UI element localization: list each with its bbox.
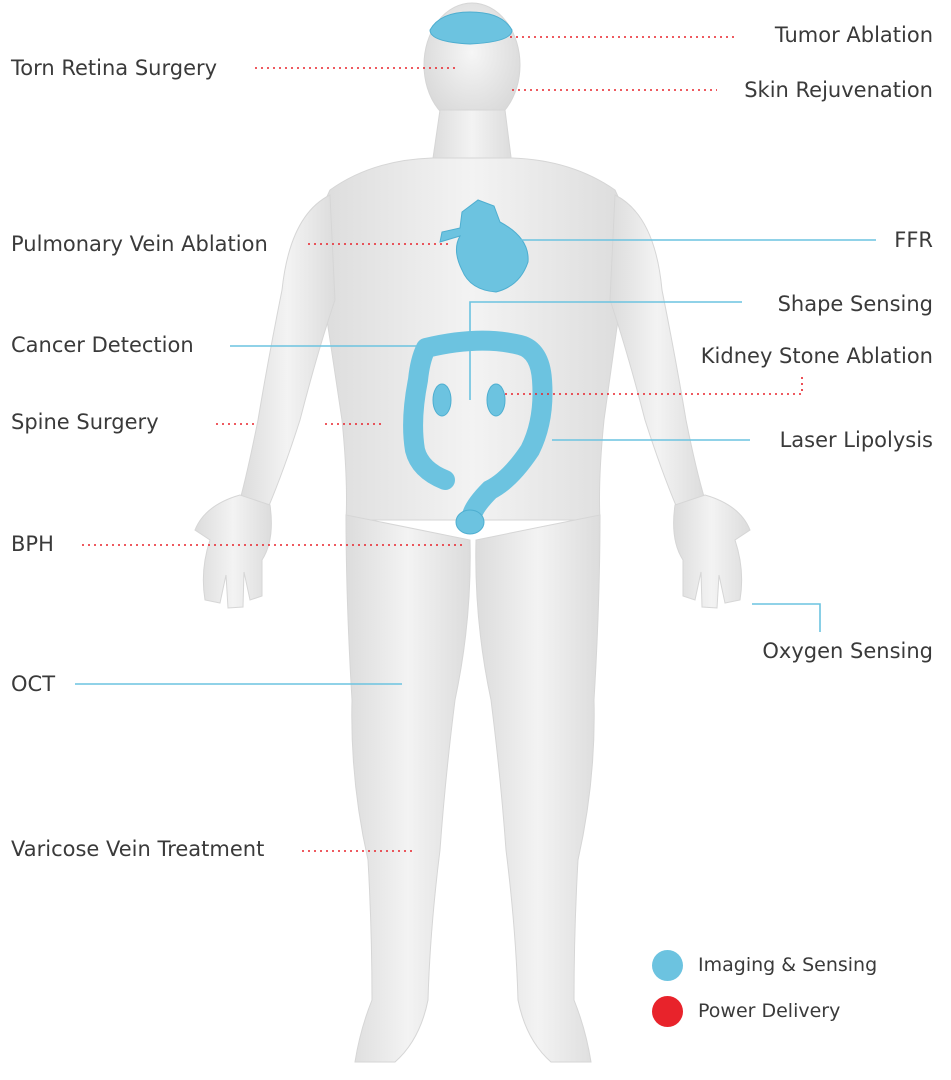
label-pulmonary-vein: Pulmonary Vein Ablation xyxy=(11,232,268,256)
legend: Imaging & Sensing Power Delivery xyxy=(652,948,877,1040)
neck xyxy=(432,110,512,165)
label-cancer-detection: Cancer Detection xyxy=(11,333,194,357)
right-arm xyxy=(610,195,705,508)
label-oct: OCT xyxy=(11,672,55,696)
bladder-icon xyxy=(456,510,484,534)
left-hand xyxy=(195,495,271,608)
right-kidney-icon xyxy=(487,384,505,416)
label-tumor-ablation: Tumor Ablation xyxy=(775,23,933,47)
legend-label-power: Power Delivery xyxy=(698,1000,840,1022)
label-bph: BPH xyxy=(11,532,54,556)
right-leg xyxy=(476,515,600,1062)
line-oxygen-sensing xyxy=(752,604,820,632)
label-ffr: FFR xyxy=(894,228,933,252)
label-spine-surgery: Spine Surgery xyxy=(11,410,159,434)
left-leg xyxy=(346,515,470,1062)
legend-label-imaging: Imaging & Sensing xyxy=(698,954,877,976)
imaging-dot-icon xyxy=(652,950,683,981)
left-kidney-icon xyxy=(433,384,451,416)
label-shape-sensing: Shape Sensing xyxy=(778,292,933,316)
label-kidney-stone: Kidney Stone Ablation xyxy=(701,344,933,368)
label-skin-rejuvenation: Skin Rejuvenation xyxy=(744,78,933,102)
power-dot-icon xyxy=(652,996,683,1027)
label-torn-retina: Torn Retina Surgery xyxy=(11,56,217,80)
legend-item-power: Power Delivery xyxy=(652,994,877,1028)
label-oxygen-sensing: Oxygen Sensing xyxy=(762,639,933,663)
legend-item-imaging: Imaging & Sensing xyxy=(652,948,877,982)
label-varicose-vein: Varicose Vein Treatment xyxy=(11,837,264,861)
label-laser-lipolysis: Laser Lipolysis xyxy=(780,428,933,452)
right-hand xyxy=(674,495,750,608)
